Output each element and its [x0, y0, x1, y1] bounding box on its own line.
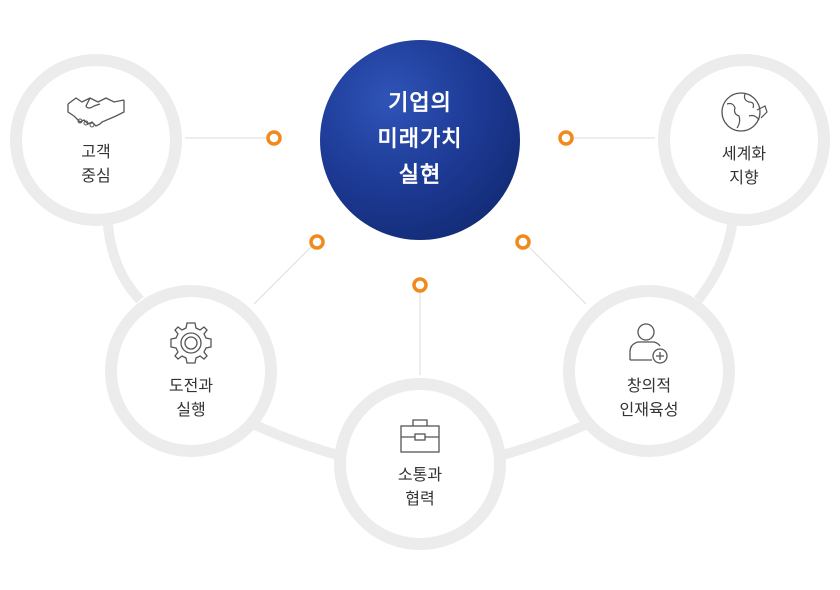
center-circle: 기업의 미래가치 실현: [320, 40, 520, 240]
node-label-line: 세계화: [721, 144, 767, 163]
node-label: 고객 중심: [81, 140, 110, 188]
node-customer: 고객 중심: [10, 54, 182, 226]
ring-arc: [501, 420, 588, 460]
connector-dot: [412, 277, 428, 293]
node-label-line: 고객: [81, 142, 111, 161]
node-label-line: 인재육성: [619, 400, 679, 419]
connector-line: [253, 245, 313, 305]
node-label-line: 도전과: [168, 376, 214, 395]
briefcase-icon: [400, 419, 440, 453]
ring-arc: [694, 224, 737, 304]
connector-dot: [266, 130, 282, 146]
node-label: 창의적 인재육성: [620, 374, 679, 422]
node-challenge: 도전과 실행: [105, 285, 277, 457]
ring-arc: [252, 420, 340, 460]
globe-icon: [721, 92, 768, 132]
node-label-line: 협력: [405, 489, 435, 508]
connector-dot: [309, 234, 325, 250]
node-creative: 창의적 인재육성: [563, 285, 735, 457]
center-line: 미래가치: [377, 127, 463, 152]
node-label: 소통과 협력: [398, 463, 442, 511]
node-global: 세계화 지향: [658, 54, 830, 226]
connector-dot: [558, 130, 574, 146]
node-label-line: 지향: [729, 168, 759, 187]
node-label-line: 중심: [81, 166, 111, 185]
center-line: 기업의: [388, 91, 452, 116]
node-label-line: 창의적: [626, 376, 672, 395]
connector-line: [527, 245, 587, 305]
connector-dot: [515, 234, 531, 250]
center-line: 실현: [398, 163, 442, 188]
gear-icon: [170, 322, 212, 364]
node-label-line: 실행: [176, 400, 206, 419]
handshake-icon: [67, 97, 125, 128]
person-add-icon: [629, 323, 668, 364]
ring-arc: [103, 224, 144, 304]
node-label-line: 소통과: [397, 465, 443, 484]
node-label: 도전과 실행: [169, 374, 213, 422]
node-communication: 소통과 협력: [334, 378, 506, 550]
node-label: 세계화 지향: [722, 142, 766, 190]
